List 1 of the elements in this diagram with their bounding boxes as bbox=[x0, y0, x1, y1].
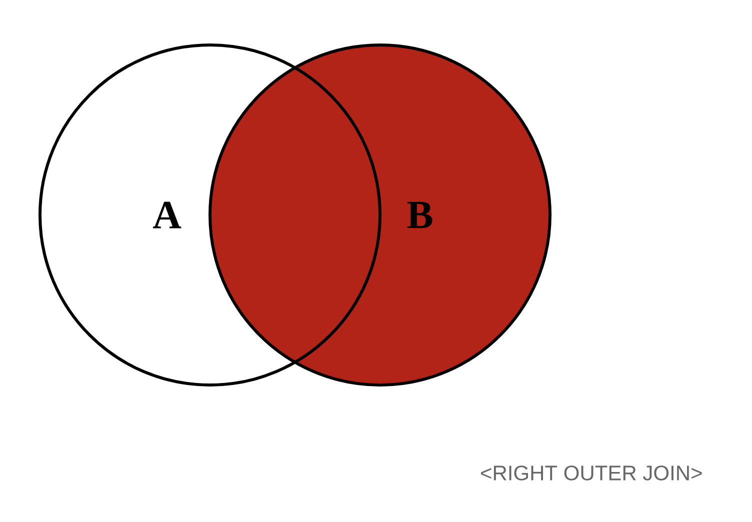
caption: <RIGHT OUTER JOIN> bbox=[480, 466, 702, 480]
